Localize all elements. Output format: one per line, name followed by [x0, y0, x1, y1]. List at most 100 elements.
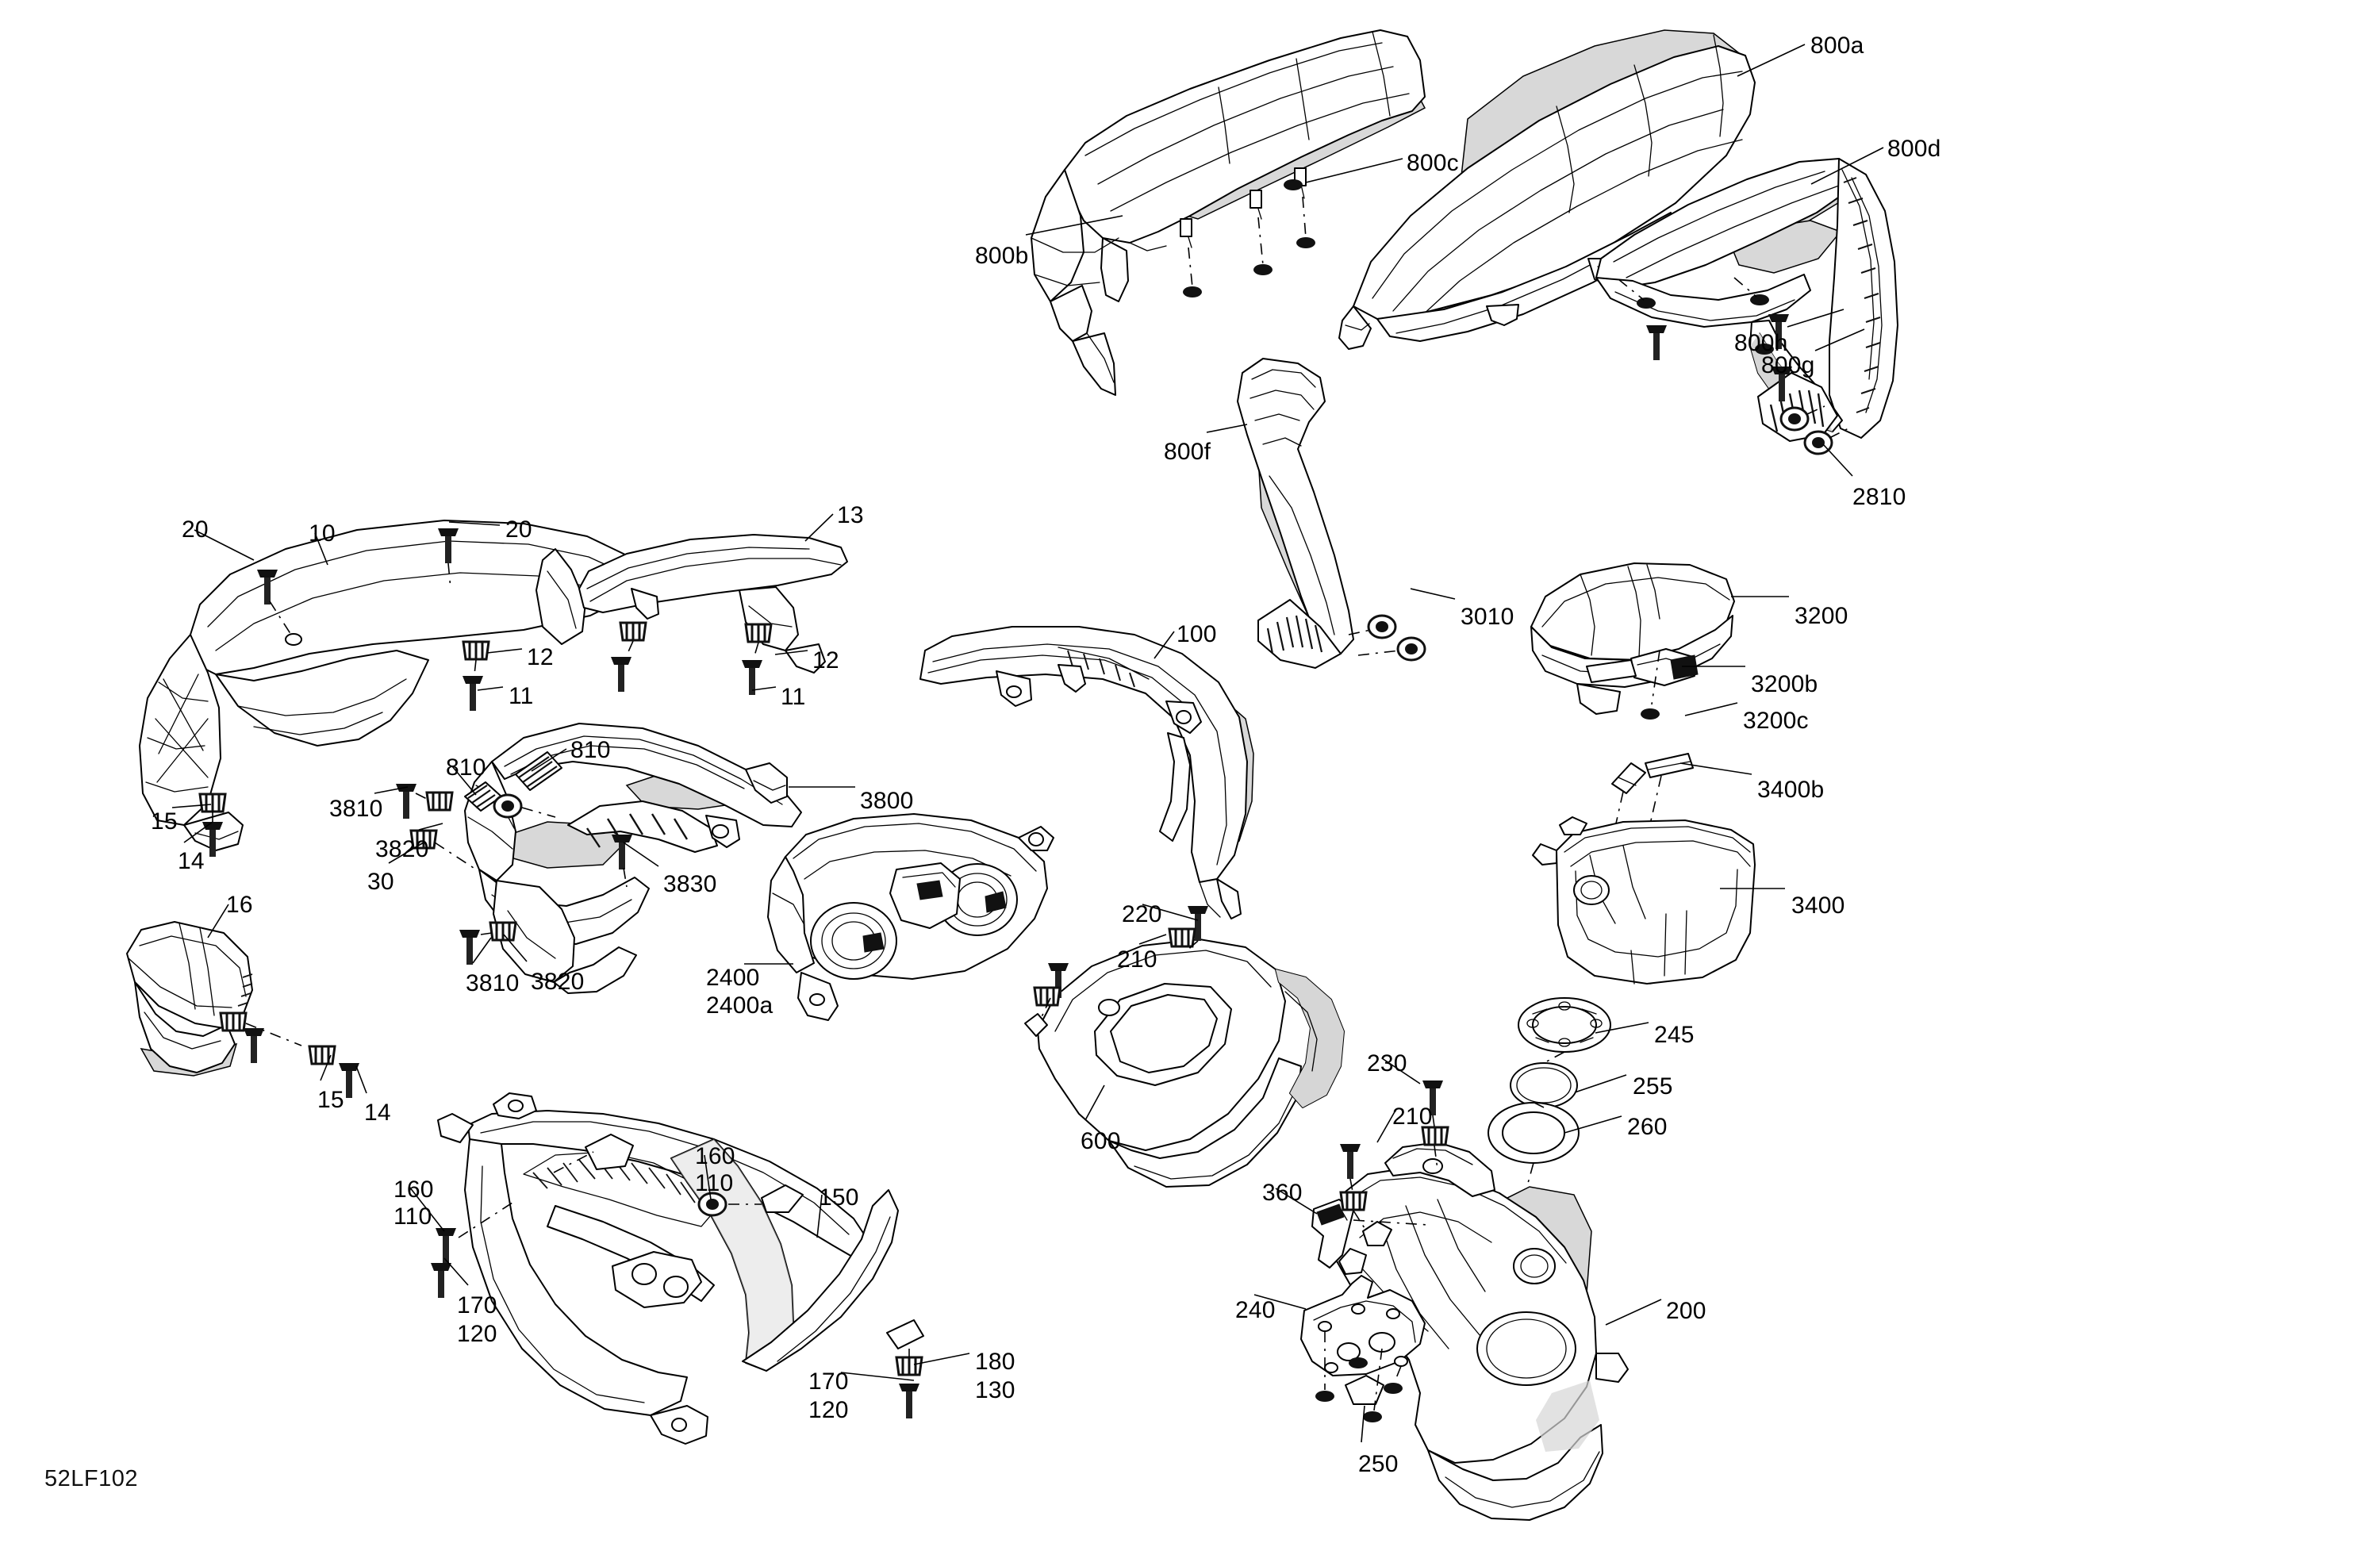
leader-16: [207, 904, 229, 938]
callout-10: 10: [309, 520, 336, 547]
leader-800f: [1206, 424, 1248, 433]
callout-130: 130: [975, 1377, 1015, 1403]
callout-800a: 800a: [1810, 33, 1864, 59]
leader-3820-b: [503, 934, 528, 962]
leader-3810-a: [374, 786, 409, 794]
callout-3200: 3200: [1795, 603, 1848, 629]
leader-210: [1138, 934, 1167, 945]
callout-260: 260: [1627, 1114, 1668, 1140]
leader-230: [1381, 1057, 1421, 1084]
callout-810-a: 810: [446, 754, 486, 781]
callout-800b: 800b: [975, 243, 1029, 269]
part-800c-fastener: [1284, 179, 1303, 190]
leader-3400b: [1679, 762, 1752, 775]
leader-160-b: [704, 1154, 712, 1200]
part-100-side-panel: [919, 626, 1254, 919]
part-810-seal: [464, 751, 562, 812]
part-240-plate: [1300, 1275, 1426, 1422]
callout-160-a: 160: [393, 1176, 434, 1203]
callout-11-left: 11: [509, 683, 534, 709]
part-255-oring: [1510, 1062, 1578, 1108]
leader-170-a: [443, 1257, 469, 1286]
callout-800f: 800f: [1164, 439, 1211, 465]
part-3200-lid: [1530, 562, 1735, 720]
callout-110-b: 110: [695, 1170, 734, 1196]
callout-15-bot: 15: [317, 1087, 344, 1113]
callout-leader-lines: [171, 44, 1884, 1443]
leader-11-left: [477, 686, 504, 691]
callout-210: 210: [1117, 946, 1157, 973]
leader-800b: [1025, 215, 1123, 236]
leader-2810: [1822, 443, 1853, 477]
leader-240: [1253, 1294, 1307, 1310]
leader-100: [1154, 631, 1175, 659]
callout-150: 150: [819, 1184, 859, 1211]
callout-20-left: 20: [182, 516, 209, 543]
callout-3820-b: 3820: [531, 969, 585, 995]
leader-160-a: [409, 1186, 445, 1232]
callout-120-b: 120: [808, 1397, 849, 1423]
callout-600: 600: [1081, 1128, 1121, 1154]
leader-360: [1275, 1188, 1318, 1215]
part-16-trim: [126, 921, 359, 1098]
callout-110-a: 110: [393, 1203, 432, 1230]
leader-800h: [1787, 309, 1844, 328]
callout-100: 100: [1177, 621, 1217, 647]
part-245-cap-ring: [1518, 997, 1611, 1053]
leader-14-top: [183, 821, 213, 843]
leader-220: [1142, 904, 1199, 921]
leader-255: [1574, 1074, 1627, 1093]
leader-800g: [1814, 328, 1865, 351]
leader-3830: [623, 842, 659, 867]
callout-180: 180: [975, 1349, 1015, 1375]
leader-3200c: [1684, 702, 1738, 716]
leader-800a: [1737, 44, 1806, 77]
diagram-code: 52LF102: [44, 1466, 138, 1491]
part-13-windshield: [578, 534, 848, 695]
leader-30: [388, 842, 424, 864]
callout-15-top: 15: [151, 808, 178, 835]
leader-12-left: [486, 648, 523, 654]
leader-14-bot: [355, 1065, 367, 1094]
callout-30: 30: [367, 869, 394, 895]
callout-800c: 800c: [1407, 150, 1459, 176]
leader-810-b: [531, 748, 567, 772]
part-10-front-panel: [139, 520, 639, 857]
callout-3810-b: 3810: [466, 970, 520, 996]
callout-3830: 3830: [663, 871, 717, 897]
callout-360: 360: [1262, 1180, 1303, 1206]
leader-250: [1361, 1405, 1365, 1443]
callout-14-top: 14: [178, 848, 205, 874]
part-3400-bin: [1532, 753, 1756, 985]
callout-20-right: 20: [505, 516, 532, 543]
callout-250: 250: [1358, 1451, 1399, 1477]
leader-180: [913, 1353, 970, 1365]
leader-800d: [1810, 147, 1884, 185]
callout-12-left: 12: [527, 644, 554, 670]
part-600-gauge-pod: [1024, 906, 1345, 1188]
leader-10: [314, 532, 328, 566]
callout-3200c: 3200c: [1743, 708, 1809, 734]
callout-2400a: 2400a: [706, 992, 774, 1019]
leader-260: [1564, 1115, 1622, 1134]
callout-230: 230: [1367, 1050, 1407, 1077]
leader-15-bot: [320, 1054, 332, 1081]
callout-810-b: 810: [570, 737, 611, 763]
callout-2400: 2400: [706, 965, 760, 991]
callout-220: 220: [1122, 901, 1162, 927]
callout-800d: 800d: [1887, 136, 1941, 162]
leader-3810-b: [472, 937, 492, 964]
part-360-bracket: [1311, 1199, 1429, 1269]
leader-15-top: [171, 804, 212, 808]
callout-3820-a: 3820: [375, 836, 429, 862]
callout-210-b: 210: [1392, 1104, 1433, 1130]
part-800d-fender: [1595, 158, 1898, 455]
leader-13: [804, 513, 834, 542]
callout-160-b: 160: [695, 1143, 735, 1169]
part-800f-trim: [1237, 358, 1426, 669]
callout-11-right: 11: [781, 684, 806, 710]
callout-245: 245: [1654, 1022, 1695, 1048]
callout-240: 240: [1235, 1297, 1276, 1323]
part-150-lower-frame: [431, 1092, 924, 1445]
